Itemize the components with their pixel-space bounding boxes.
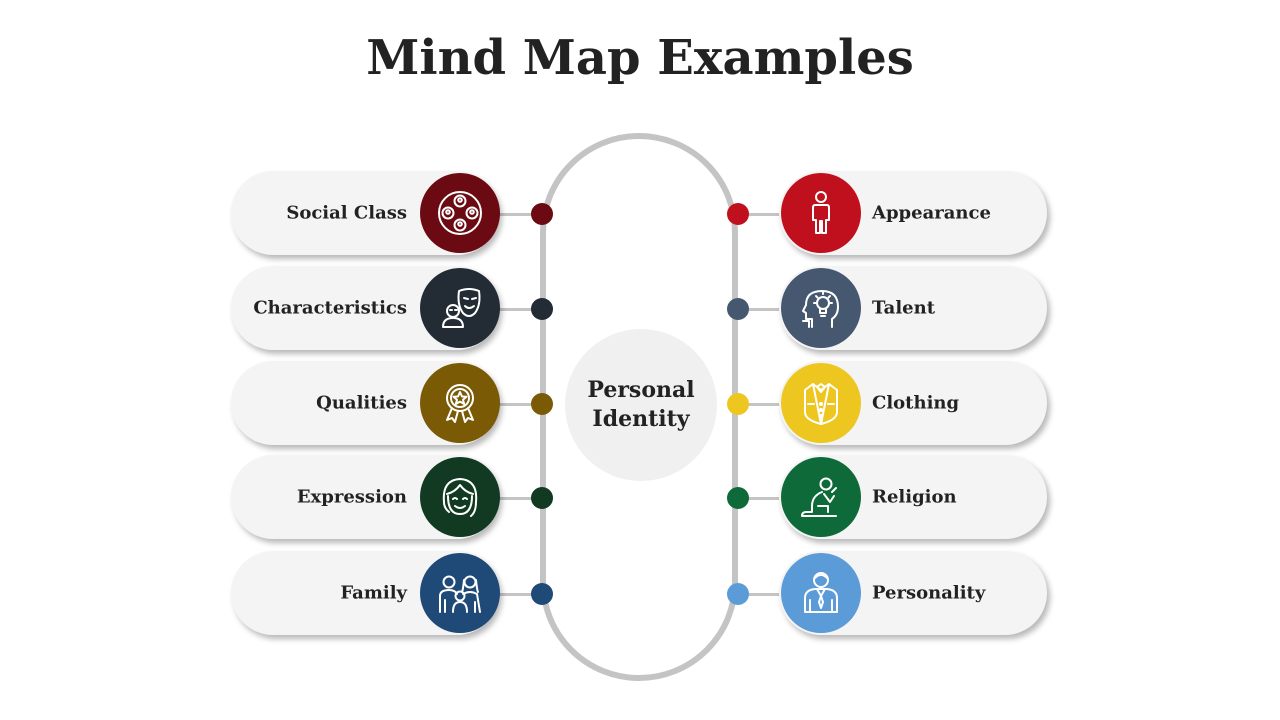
node-dot	[727, 583, 749, 605]
connector-line	[498, 403, 542, 406]
praying-person-icon	[781, 457, 861, 537]
face-icon	[420, 457, 500, 537]
connector-line	[738, 308, 782, 311]
node-dot	[531, 298, 553, 320]
connector-line	[738, 497, 782, 500]
theater-mask-icon	[420, 268, 500, 348]
businessman-icon	[781, 553, 861, 633]
node-label: Qualities	[316, 392, 407, 414]
award-badge-icon	[420, 363, 500, 443]
connector-line	[498, 213, 542, 216]
node-label: Religion	[872, 486, 957, 508]
node-dot	[727, 393, 749, 415]
node-dot	[531, 487, 553, 509]
node-dot	[531, 583, 553, 605]
page-title: Mind Map Examples	[366, 30, 914, 86]
node-dot	[531, 203, 553, 225]
vest-icon	[781, 363, 861, 443]
node-label: Social Class	[286, 202, 407, 224]
person-icon	[781, 173, 861, 253]
node-label: Expression	[296, 486, 407, 508]
node-label: Characteristics	[253, 297, 407, 319]
family-icon	[420, 553, 500, 633]
node-label: Talent	[872, 297, 936, 319]
connector-line	[498, 497, 542, 500]
node-dot	[727, 203, 749, 225]
node-label: Family	[340, 582, 407, 604]
node-dot	[531, 393, 553, 415]
head-lightbulb-icon	[781, 268, 861, 348]
node-label: Personality	[872, 582, 986, 604]
connector-line	[498, 308, 542, 311]
connector-line	[738, 593, 782, 596]
connector-line	[738, 403, 782, 406]
node-dot	[727, 298, 749, 320]
node-label: Appearance	[872, 202, 991, 224]
connector-line	[498, 593, 542, 596]
center-node: Personal Identity	[565, 329, 717, 481]
node-label: Clothing	[872, 392, 960, 414]
group-icon	[420, 173, 500, 253]
connector-line	[738, 213, 782, 216]
center-label: Personal Identity	[587, 377, 695, 432]
node-dot	[727, 487, 749, 509]
